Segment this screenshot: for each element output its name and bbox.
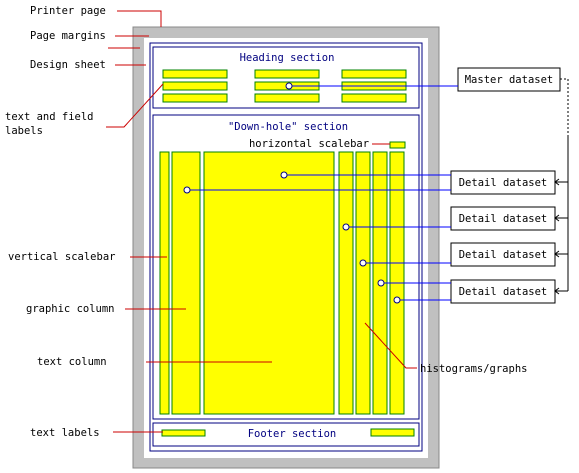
callout-text-labels: text labels	[30, 427, 100, 439]
detail-dataset-box: Detail dataset	[450, 242, 556, 267]
callout-labels: Printer page Page margins Design sheet t…	[5, 5, 527, 439]
field-label-box	[341, 93, 407, 103]
callout-design-sheet: Design sheet	[30, 59, 106, 71]
field-label-box	[162, 81, 228, 91]
callout-text-field-labels-line2: labels	[5, 125, 43, 137]
footer-section-title: Footer section	[248, 428, 337, 440]
heading-section-title: Heading section	[240, 52, 335, 64]
detail-dataset-box: Detail dataset	[450, 279, 556, 304]
link-node-icon	[280, 171, 288, 179]
histograms-callout-line	[364, 322, 417, 369]
arrow-left-icon	[554, 250, 560, 258]
callout-text-column: text column	[37, 356, 107, 368]
detail-dataset-box: Detail dataset	[450, 206, 556, 231]
callout-graphic-column: graphic column	[26, 303, 115, 315]
histogram-column	[355, 151, 371, 415]
detail-dataset-label: Detail dataset	[459, 213, 548, 225]
design-sheet	[149, 42, 423, 452]
detail-dataset-box: Detail dataset	[450, 170, 556, 195]
link-node-icon	[183, 186, 191, 194]
link-node-icon	[359, 259, 367, 267]
footer-text-label-box	[161, 429, 206, 437]
link-node-icon	[342, 223, 350, 231]
heading-section	[152, 46, 420, 109]
downhole-section-title: "Down-hole" section	[228, 121, 348, 133]
field-label-box	[162, 69, 228, 79]
text-column	[203, 151, 335, 415]
horizontal-scalebar-label: horizontal scalebar	[249, 138, 369, 150]
master-dataset-label: Master dataset	[465, 74, 554, 86]
arrow-left-icon	[554, 214, 560, 222]
link-node-icon	[285, 82, 293, 90]
field-label-box	[254, 69, 320, 79]
detail-dataset-label: Detail dataset	[459, 177, 548, 189]
downhole-columns	[159, 151, 405, 415]
downhole-section	[152, 114, 420, 420]
horizontal-scalebar	[389, 141, 406, 149]
master-detail-connector	[554, 78, 569, 295]
callout-text-field-labels: text and field	[5, 111, 94, 123]
link-node-icon	[393, 296, 401, 304]
arrow-left-icon	[554, 287, 560, 295]
callout-lines	[106, 10, 417, 433]
arrow-left-icon	[554, 178, 560, 186]
callout-vertical-scalebar: vertical scalebar	[8, 251, 115, 263]
field-label-box	[162, 93, 228, 103]
histogram-column	[338, 151, 354, 415]
detail-dataset-label: Detail dataset	[459, 286, 548, 298]
vertical-scalebar	[159, 151, 170, 415]
callout-page-margins: Page margins	[30, 30, 106, 42]
link-nodes	[183, 82, 401, 304]
field-label-box	[254, 93, 320, 103]
printer-page-callout-line	[117, 10, 162, 27]
link-node-icon	[377, 279, 385, 287]
footer-section	[152, 422, 420, 447]
footer-text-label-box	[370, 428, 415, 437]
dataset-links	[190, 85, 458, 301]
callout-printer-page: Printer page	[30, 5, 106, 17]
text-field-labels-callout-line	[106, 83, 164, 128]
field-label-box	[341, 69, 407, 79]
master-dataset-box: Master dataset	[457, 67, 561, 92]
graphic-column	[171, 151, 201, 415]
callout-histograms-graphs: histograms/graphs	[420, 363, 527, 375]
detail-dataset-label: Detail dataset	[459, 249, 548, 261]
